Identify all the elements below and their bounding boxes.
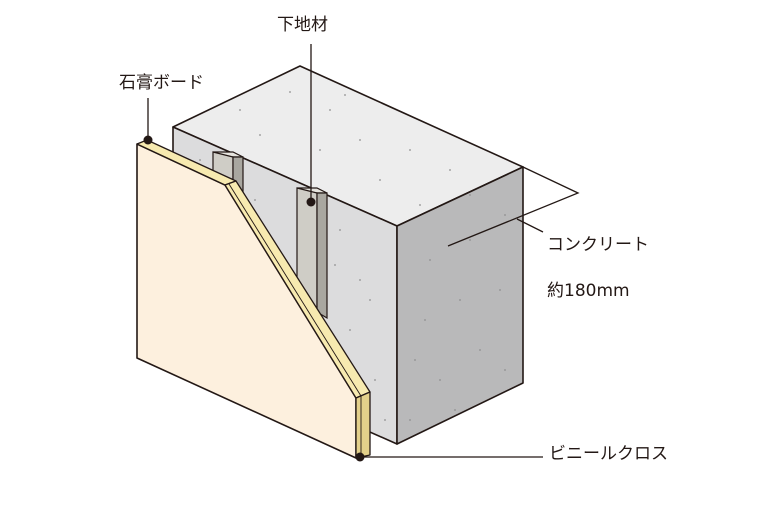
stud-2-side: [316, 192, 328, 320]
vinyl-cloth-marker: [355, 452, 365, 462]
label-concrete-thickness: 約180mm: [547, 281, 630, 301]
label-vinyl-cloth: ビニールクロス: [549, 444, 668, 464]
label-gypsum-board: 石膏ボード: [119, 73, 204, 93]
concrete-texture: [189, 91, 506, 421]
label-base-material: 下地材: [277, 15, 328, 35]
gypsum-board-marker: [143, 135, 153, 145]
gypsum-board-side-edge: [355, 391, 371, 459]
base-material-marker: [306, 197, 316, 207]
label-concrete: コンクリート: [547, 235, 649, 255]
concrete-callout-lines: [447, 166, 580, 247]
concrete-side-face: [396, 166, 524, 445]
concrete-leader-line: [516, 218, 544, 233]
